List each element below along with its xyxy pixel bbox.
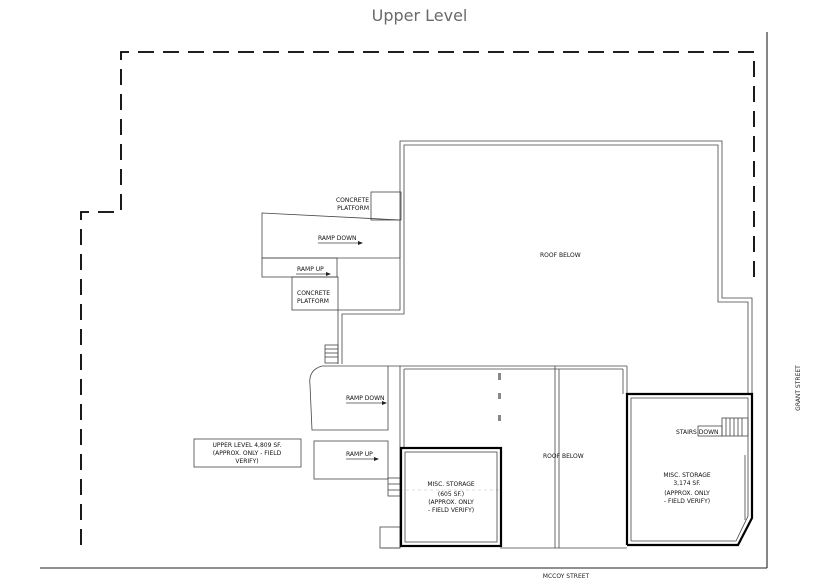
small-landing xyxy=(379,526,401,549)
misc-storage-left-line-2: (605 SF.) xyxy=(438,491,464,498)
ramp-down-top xyxy=(261,212,401,259)
ramp-up-mid-label: RAMP UP xyxy=(346,451,373,458)
concrete-platform-top-label-1: CONCRETE xyxy=(336,197,369,204)
column-mark xyxy=(498,373,501,380)
misc-storage-right-line-1: MISC. STORAGE xyxy=(663,472,711,479)
upper-level-note-line-2: (APPROX. ONLY - FIELD xyxy=(213,450,282,457)
property-boundary xyxy=(80,51,755,545)
roof-below-top-label: ROOF BELOW xyxy=(540,252,581,259)
ramp-up-top-label: RAMP UP xyxy=(297,266,324,273)
ramp-up-mid xyxy=(313,440,389,480)
upper-level-note-box xyxy=(193,438,302,468)
misc-storage-right xyxy=(625,392,754,547)
ramp-down-mid xyxy=(309,365,389,431)
misc-storage-right-line-4: - FIELD VERIFY) xyxy=(664,498,710,505)
roof-below-mid-label: ROOF BELOW xyxy=(543,453,584,460)
column-mark xyxy=(498,393,501,399)
ramp-down-mid-label: RAMP DOWN xyxy=(346,395,385,402)
concrete-platform-bottom-label-2: PLATFORM xyxy=(297,298,329,305)
grant-street-label: GRANT STREET xyxy=(795,365,802,411)
concrete-platform-bottom-label-1: CONCRETE xyxy=(297,290,330,297)
misc-storage-left xyxy=(399,446,503,548)
upper-level-note-line-1: UPPER LEVEL 4,809 SF. xyxy=(212,442,281,449)
ramp-down-top-label: RAMP DOWN xyxy=(318,235,357,242)
upper-level-note-line-3: VERIFY) xyxy=(235,458,258,465)
column-mark xyxy=(498,415,501,421)
page-title: Upper Level xyxy=(371,6,468,25)
misc-storage-left-line-1: MISC. STORAGE xyxy=(427,481,475,488)
stairs-down-label: STAIRS DOWN xyxy=(676,429,719,436)
mccoy-street-label: MCCOY STREET xyxy=(543,573,590,580)
roof-below-outline xyxy=(337,140,753,394)
misc-storage-right-line-3: (APPROX. ONLY xyxy=(664,490,710,497)
concrete-platform-top xyxy=(370,191,402,221)
misc-storage-right-line-2: 3,174 SF. xyxy=(673,480,700,487)
misc-storage-left-line-4: - FIELD VERIFY) xyxy=(428,507,474,514)
misc-storage-left-line-3: (APPROX. ONLY xyxy=(428,499,474,506)
concrete-platform-bottom xyxy=(291,276,339,311)
concrete-platform-top-label-2: PLATFORM xyxy=(337,205,369,212)
